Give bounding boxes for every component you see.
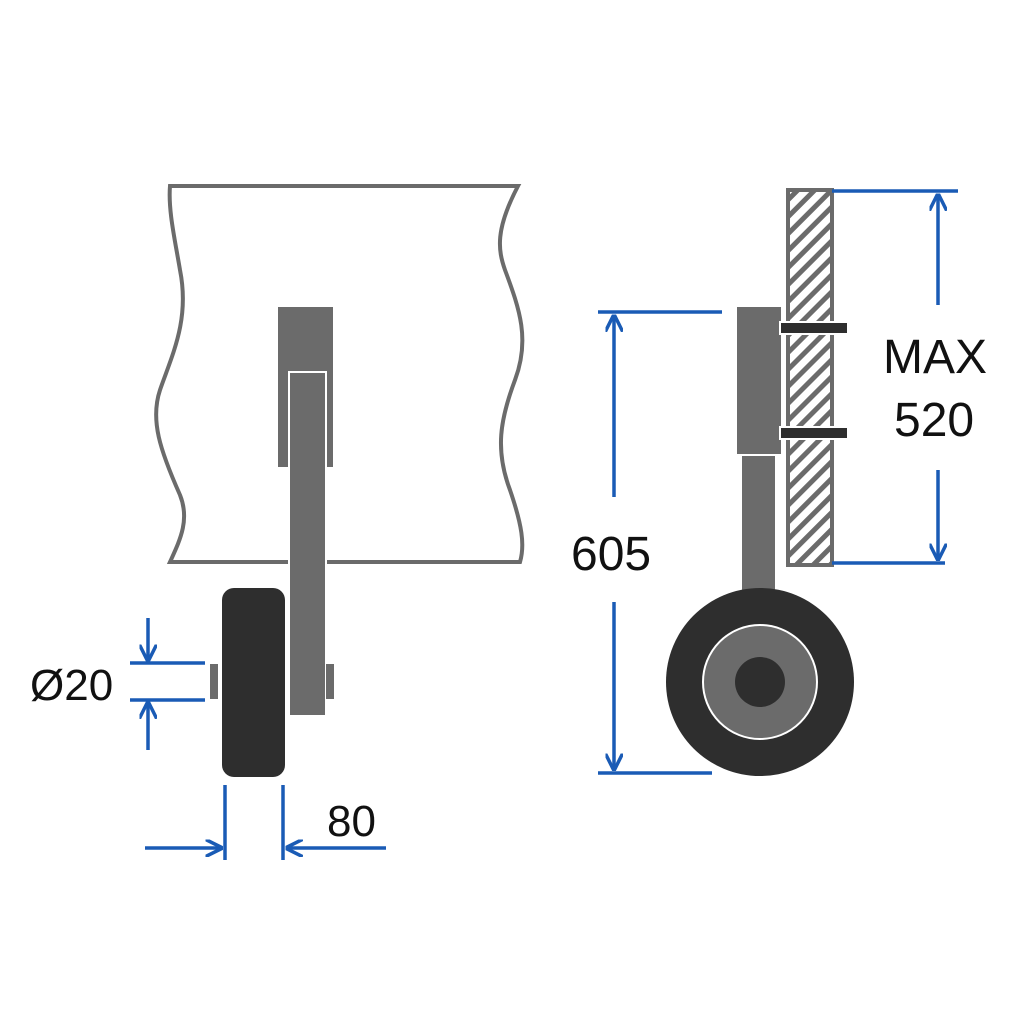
axle-stub-right: [326, 664, 334, 699]
axle-diameter-label: Ø20: [30, 661, 113, 710]
max-value-label: 520: [894, 394, 974, 447]
total-height-label: 605: [571, 528, 651, 581]
wheel-width-dimension: [145, 785, 386, 860]
clamp-upper: [779, 321, 849, 335]
clamp-lower: [779, 426, 849, 440]
side-wheel-leg: [742, 456, 775, 596]
wheel-leg: [288, 371, 327, 717]
transom-section-hatched: [786, 188, 834, 567]
front-view: [154, 184, 525, 777]
tire-side: [222, 588, 285, 777]
axle-stub-left: [210, 664, 218, 699]
total-height-dimension: [598, 310, 722, 775]
side-mount-bracket: [737, 307, 781, 454]
wheel-hub: [735, 657, 785, 707]
max-label: MAX: [883, 331, 987, 384]
transom-outline: [154, 184, 525, 564]
wheel-width-label: 80: [327, 797, 376, 846]
side-view: [666, 188, 854, 776]
max-clamp-dimension: [832, 189, 958, 565]
axle-diameter-dimension: [130, 618, 205, 750]
